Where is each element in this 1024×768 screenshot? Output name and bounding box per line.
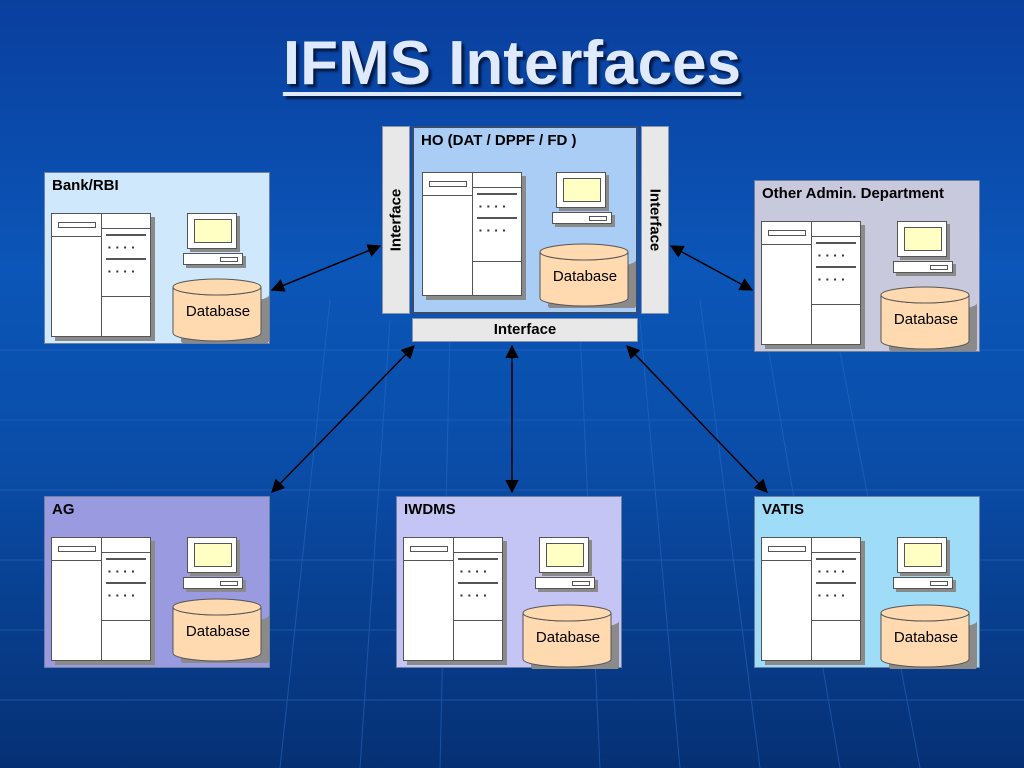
node-other-admin-label: Other Admin. Department	[762, 185, 944, 202]
node-ag-label: AG	[52, 501, 75, 518]
database-cylinder: Database	[521, 603, 619, 675]
workstation-computer	[552, 172, 614, 228]
server-cabinet: ▪▪▪▪ ▪▪▪▪	[403, 537, 503, 661]
node-bank-rbi-label: Bank/RBI	[52, 177, 119, 194]
slide-title: IFMS Interfaces	[282, 29, 742, 98]
hub-label: HO (DAT / DPPF / FD )	[421, 132, 577, 149]
database-label: Database	[893, 629, 959, 646]
database-cylinder: Database	[538, 242, 636, 314]
workstation-computer	[183, 537, 245, 593]
node-ag: AG ▪▪▪▪ ▪▪▪▪ Database	[44, 496, 270, 669]
database-label: Database	[185, 623, 251, 640]
server-cabinet: ▪▪▪▪ ▪▪▪▪	[51, 537, 151, 661]
database-cylinder: Database	[171, 597, 269, 669]
hub-ho-box: HO (DAT / DPPF / FD ) ▪▪▪▪ ▪▪▪▪ Database	[412, 126, 638, 314]
node-iwdms: IWDMS ▪▪▪▪ ▪▪▪▪ Database	[396, 496, 622, 675]
server-cabinet: ▪▪▪▪ ▪▪▪▪	[51, 213, 151, 337]
node-iwdms-label: IWDMS	[404, 501, 456, 518]
database-cylinder: Database	[879, 285, 977, 357]
node-vatis: VATIS ▪▪▪▪ ▪▪▪▪ Database	[754, 496, 980, 675]
database-label: Database	[893, 311, 959, 328]
server-cabinet: ▪▪▪▪ ▪▪▪▪	[761, 221, 861, 345]
workstation-computer	[535, 537, 597, 593]
workstation-computer	[893, 537, 955, 593]
database-label: Database	[535, 629, 601, 646]
hub-interface-left-label: Interface	[387, 188, 405, 252]
node-other-admin-department: Other Admin. Department ▪▪▪▪ ▪▪▪▪ Databa…	[754, 180, 980, 357]
node-vatis-label: VATIS	[762, 501, 804, 518]
database-label: Database	[185, 303, 251, 320]
hub-interface-right-label: Interface	[646, 188, 664, 252]
hub-interface-bottom: Interface	[412, 318, 638, 342]
database-cylinder: Database	[171, 277, 269, 349]
hub-interface-right: Interface	[641, 126, 669, 314]
hub-interface-left: Interface	[382, 126, 410, 314]
server-cabinet: ▪▪▪▪ ▪▪▪▪	[761, 537, 861, 661]
workstation-computer	[183, 213, 245, 269]
database-cylinder: Database	[879, 603, 977, 675]
server-cabinet: ▪▪▪▪ ▪▪▪▪	[422, 172, 522, 296]
node-bank-rbi: Bank/RBI ▪▪▪▪ ▪▪▪▪ Database	[44, 172, 270, 349]
database-label: Database	[552, 268, 618, 285]
workstation-computer	[893, 221, 955, 277]
